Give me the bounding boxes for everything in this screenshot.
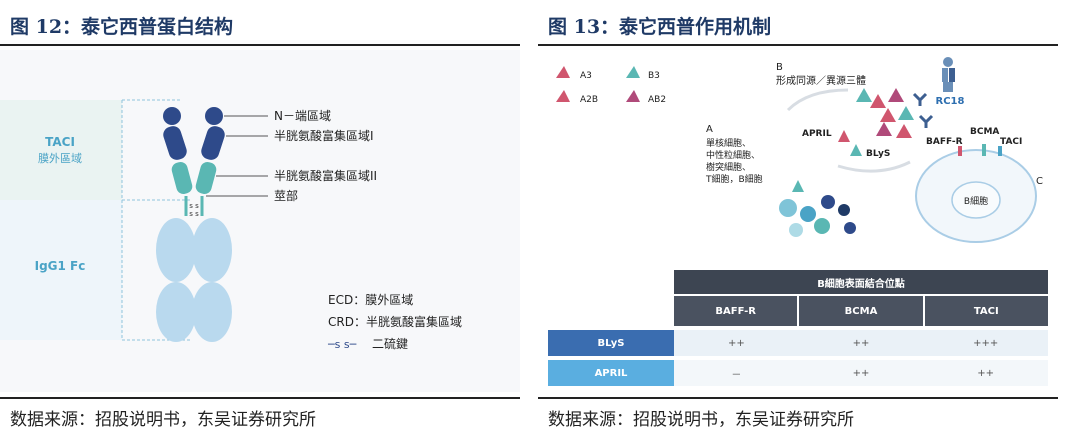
- figure-12-top-rule: [0, 44, 520, 46]
- disulfide-mark-2: s s: [189, 210, 199, 218]
- n-terminal-left: [163, 107, 181, 125]
- label-b-desc: 形成同源／異源三體: [776, 74, 866, 87]
- callout-crd1: 半胱氨酸富集區域I: [274, 128, 374, 143]
- cell-april-baffr: －: [674, 360, 799, 386]
- figure-12-title: 图 12：泰它西普蛋白结构: [10, 16, 234, 38]
- legend-ab2: AB2: [648, 95, 666, 105]
- bcma-label: BCMA: [970, 127, 999, 137]
- b-cell-label: B細胞: [964, 195, 988, 207]
- a-line-1: 單核細胞、: [706, 137, 751, 149]
- mechanism-diagram: A3 B3 A2B AB2 B 形成同源／異源三體 RC18 A 單核細胞、 中…: [556, 57, 1043, 243]
- antibody-2: [918, 114, 934, 128]
- cell-blys-taci: +++: [923, 330, 1049, 356]
- legend-disulfide: 二硫鍵: [372, 336, 408, 351]
- figure-12-panel: 图 12：泰它西普蛋白结构 TACI 膜外區域 IgG1 Fc: [0, 0, 520, 440]
- row-label-blys: BLyS: [548, 330, 674, 356]
- callout-stalk: 莖部: [274, 188, 298, 203]
- label-b: B: [776, 62, 783, 73]
- figure-13-panel: 图 13：泰它西普作用机制 A3 B3 A2B AB2 B 形成同源／異源三體 …: [538, 0, 1058, 440]
- table-col-taci: TACI: [924, 296, 1048, 326]
- label-c: C: [1036, 176, 1043, 187]
- n-terminal-right: [205, 107, 223, 125]
- extracellular-region-label: 膜外區域: [38, 152, 82, 165]
- label-a: A: [706, 124, 713, 135]
- fc-ch2-right: [192, 218, 232, 282]
- legend-a2b: A2B: [580, 95, 598, 105]
- crd1-right: [201, 126, 225, 160]
- legend-ab2-icon: [626, 90, 640, 102]
- april-icon: [838, 130, 850, 142]
- legend-disulfide-symbol: ─s s─: [327, 338, 357, 351]
- crd1-left: [163, 126, 187, 160]
- taci-region-label: TACI: [45, 135, 75, 149]
- figure-13-source: 数据来源：招股说明书，东吴证券研究所: [548, 410, 854, 430]
- table-col-baffr: BAFF-R: [674, 296, 798, 326]
- binding-table: B細胞表面結合位點 BAFF-R BCMA TACI BLyS ++ ++ ++…: [548, 270, 1049, 386]
- table-row: APRIL － ++ ++: [548, 360, 1049, 386]
- disulfide-mark-1: s s: [189, 202, 199, 210]
- figure-13-top-rule: [538, 44, 1058, 46]
- figure-13-title: 图 13：泰它西普作用机制: [548, 16, 772, 38]
- antibody-1: [912, 92, 928, 106]
- callout-n-terminal: N－端區域: [274, 109, 331, 123]
- table-header-title: B細胞表面結合位點: [674, 270, 1048, 294]
- row-label-april: APRIL: [548, 360, 674, 386]
- igg-region-band: [0, 200, 122, 340]
- legend-b3-icon: [626, 66, 640, 78]
- cell-april-taci: ++: [923, 360, 1049, 386]
- figure-13-bottom-rule: [538, 397, 1058, 399]
- taci-region-band: [0, 100, 122, 200]
- fc-ch3-right: [192, 282, 232, 342]
- cell-blys-baffr: ++: [674, 330, 799, 356]
- legend-a3: A3: [580, 71, 592, 81]
- igg-fc-region-label: IgG1 Fc: [35, 259, 86, 273]
- legend-b3: B3: [648, 71, 660, 81]
- legend-a2b-icon: [556, 90, 570, 102]
- cell-blys-bcma: ++: [798, 330, 924, 356]
- crd2-right: [195, 162, 217, 194]
- trimer-cluster: [896, 124, 912, 138]
- crd2-left: [171, 162, 193, 194]
- blys-icon: [850, 144, 862, 156]
- blys-label: BLyS: [866, 149, 890, 159]
- b-cell-nucleus: [951, 181, 1001, 219]
- legend-a3-icon: [556, 66, 570, 78]
- a-line-2: 中性粒細胞、: [706, 149, 760, 161]
- figure-12-bottom-rule: [0, 397, 520, 399]
- taci-label: TACI: [1000, 137, 1022, 147]
- table-col-bcma: BCMA: [799, 296, 923, 326]
- figure-12-source: 数据来源：招股说明书，东吴证券研究所: [10, 410, 316, 430]
- cell-cluster: [844, 222, 856, 234]
- baffr-label: BAFF-R: [926, 137, 963, 147]
- fc-ch3-left: [156, 282, 196, 342]
- legend-ecd: ECD：膜外區域: [328, 293, 413, 307]
- rc18-antibody-icon: [943, 82, 953, 92]
- table-row: BLyS ++ ++ +++: [548, 330, 1049, 356]
- a-line-3: 樹突細胞、: [706, 161, 751, 173]
- rc18-label: RC18: [936, 96, 965, 107]
- legend-crd: CRD：半胱氨酸富集區域: [328, 314, 462, 329]
- figure-12-body: TACI 膜外區域 IgG1 Fc s s s s: [0, 50, 520, 392]
- figure-13-body: A3 B3 A2B AB2 B 形成同源／異源三體 RC18 A 單核細胞、 中…: [538, 50, 1058, 392]
- a-line-4: T細胞，B細胞: [705, 173, 763, 185]
- fc-ch2-left: [156, 218, 196, 282]
- april-label: APRIL: [802, 129, 832, 139]
- cell-april-bcma: ++: [798, 360, 924, 386]
- protein-structure-diagram: TACI 膜外區域 IgG1 Fc s s s s: [0, 99, 462, 351]
- callout-crd2: 半胱氨酸富集區域II: [274, 168, 377, 183]
